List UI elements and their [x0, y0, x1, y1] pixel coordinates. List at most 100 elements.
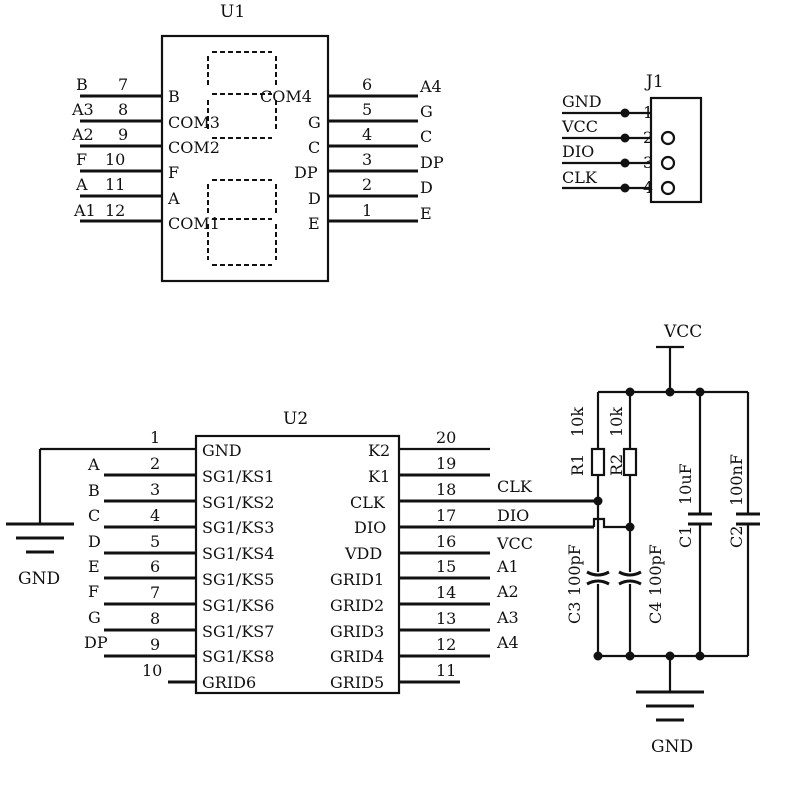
u1-pin-net: A2	[71, 125, 94, 144]
u1-right-pins: COM4 6 A4 G 5 G C 4 C DP 3 DP	[260, 75, 444, 233]
u2-ref: U2	[283, 409, 308, 429]
u2-pin-name: VDD	[344, 544, 382, 563]
u2-pin-9: DP 9 SG1/KS8	[84, 633, 274, 666]
u1-pin-net: DP	[420, 153, 444, 172]
c1-ref: C1	[676, 526, 695, 548]
c4-ref: C4	[646, 602, 665, 624]
j1-body	[649, 96, 703, 204]
j1-pin-net: DIO	[562, 142, 594, 161]
u2-pin-net: DIO	[497, 506, 529, 525]
u1-pin-name: COM1	[168, 214, 220, 233]
u2-pin-net: E	[88, 557, 100, 576]
c2-ref: C2	[727, 526, 746, 548]
u2-pin-number: 15	[436, 557, 456, 576]
gnd-left-label: GND	[18, 569, 60, 589]
u2-pin-name: SG1/KS3	[202, 518, 274, 537]
u1-pin-net: A1	[73, 201, 96, 220]
u1-pin-11: A 11 A	[75, 175, 180, 208]
u2-pin-name: SG1/KS8	[202, 647, 274, 666]
u1-pin-name: C	[308, 138, 320, 157]
u2-pin-name: GRID1	[330, 570, 384, 589]
u2-pin-number: 6	[150, 557, 160, 576]
u1-pin-name: E	[308, 214, 320, 233]
u2-pin-12: GRID4 12 A4	[330, 633, 519, 666]
u2-pin-net: VCC	[496, 534, 533, 553]
u2-pin-net: C	[88, 506, 100, 525]
c1-capacitor: C1 10uF	[676, 387, 712, 661]
u2-pin-name: K1	[368, 467, 390, 486]
u2-pin-net: D	[88, 532, 101, 551]
u2-pin-number: 13	[436, 609, 456, 628]
u1-pin-number: 12	[105, 201, 125, 220]
u2-pin-net: DP	[84, 633, 108, 652]
u2-pin-number: 3	[150, 480, 160, 499]
j1-connector: J1 GND 1 VCC 2 DIO 3 CLK 4	[561, 72, 703, 204]
u2-pin-number: 5	[150, 532, 160, 551]
u1-pin-name: DP	[294, 163, 318, 182]
c4-capacitor: C4 100pF	[618, 527, 665, 661]
u2-pin-net: F	[88, 582, 99, 601]
u2-pin-10: 10 GRID6	[142, 661, 256, 692]
c3-value: 100pF	[565, 544, 584, 596]
u1-pin-net: A3	[71, 100, 94, 119]
u2-pin-name: CLK	[350, 493, 386, 512]
u2-pin-name: GRID3	[330, 622, 384, 641]
u1-pin-10: F 10 F	[76, 150, 179, 182]
u2-pin-7: F 7 SG1/KS6	[88, 582, 274, 615]
u2-pin-number: 2	[150, 454, 160, 473]
u1-pin-1: E 1 E	[308, 201, 432, 233]
j1-pin-net: CLK	[562, 168, 598, 187]
u1-pin-net: A4	[419, 77, 442, 96]
u1-pin-8: A3 8 COM3	[71, 100, 220, 132]
j1-pin-3: DIO 3	[562, 142, 676, 172]
u1-pin-5: G 5 G	[308, 100, 433, 132]
u1-pin-net: F	[76, 150, 87, 169]
u2-pin-16: VDD 16 VCC	[344, 532, 533, 563]
u2-pin-number: 12	[436, 635, 456, 654]
u1-pin-net: G	[420, 102, 433, 121]
u2-pin-6: E 6 SG1/KS5	[88, 557, 274, 589]
u1-pin-number: 5	[362, 100, 372, 119]
gnd-left-symbol: GND	[6, 449, 74, 589]
u2-pin-name: GRID4	[330, 647, 384, 666]
r2-ref: R2	[607, 454, 626, 476]
u2-pin-15: GRID1 15 A1	[330, 557, 519, 589]
u2-pin-name: SG1/KS6	[202, 596, 274, 615]
u2-pin-net: A1	[496, 557, 519, 576]
u1-pin-number: 4	[362, 125, 372, 144]
u1-pin-net: C	[420, 127, 432, 146]
u2-pin-number: 10	[142, 661, 162, 680]
u1-pin-net: B	[76, 75, 88, 94]
u2-pin-18: CLK 18 CLK	[350, 477, 598, 512]
j1-pin-net: VCC	[561, 117, 598, 136]
u1-pin-name: G	[308, 113, 321, 132]
u2-pin-3: B 3 SG1/KS2	[88, 480, 274, 512]
u1-pin-number: 1	[362, 201, 372, 220]
u1-pin-number: 8	[118, 100, 128, 119]
u2-pin-14: GRID2 14 A2	[330, 582, 519, 615]
u2-pin-name: SG1/KS4	[202, 544, 274, 563]
j1-pin-number: 1	[643, 103, 653, 122]
vcc-label: VCC	[663, 322, 702, 342]
u2-pin-net: A3	[496, 608, 519, 627]
c4-value: 100pF	[646, 544, 665, 596]
u2-pin-net: G	[88, 608, 101, 627]
u2-pin-name: SG1/KS5	[202, 570, 274, 589]
u2-pin-name: GRID5	[330, 673, 384, 692]
u2-pin-name: SG1/KS1	[202, 467, 274, 486]
u2-pin-number: 9	[150, 635, 160, 654]
u2-pin-name: GRID2	[330, 596, 384, 615]
u1-pin-7: B 7 B	[76, 75, 180, 106]
u2-pin-5: D 5 SG1/KS4	[88, 532, 274, 563]
u2-pin-number: 20	[436, 428, 456, 447]
u2-left-pins: 1 GND A 2 SG1/KS1 B 3 SG1/KS2 C 4 SG1/KS…	[40, 428, 274, 692]
u2-pin-19: K1 19	[368, 454, 490, 486]
u1-pin-name: B	[168, 87, 180, 106]
u1-pin-number: 10	[105, 150, 125, 169]
u1-pin-name: A	[167, 189, 180, 208]
u2-pin-net: A	[87, 455, 100, 474]
u1-pin-name: F	[168, 163, 179, 182]
u2-pin-net: A4	[496, 633, 519, 652]
u1-pin-number: 2	[362, 175, 372, 194]
